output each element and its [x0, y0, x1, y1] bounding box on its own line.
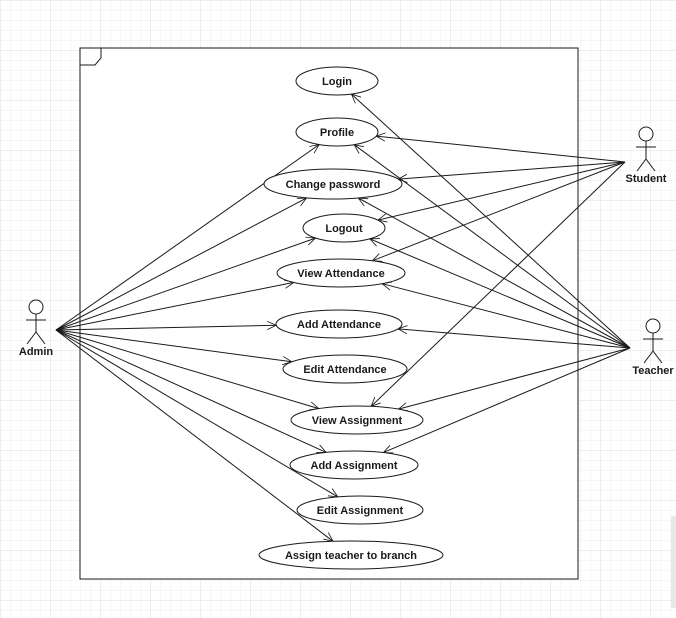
- use-case-label: Add Attendance: [297, 319, 381, 331]
- association-admin-logout[interactable]: [55, 238, 316, 331]
- association-teacher-change-password[interactable]: [358, 198, 631, 349]
- use-case-ellipse[interactable]: [258, 540, 444, 570]
- use-case-edit-assignment[interactable]: Edit Assignment: [296, 495, 424, 525]
- use-case-view-attendance[interactable]: View Attendance: [276, 258, 406, 288]
- use-case-label: View Attendance: [297, 268, 384, 280]
- use-case-assign-teacher[interactable]: Assign teacher to branch: [258, 540, 444, 570]
- association-admin-edit-attendance[interactable]: [55, 329, 292, 362]
- use-case-view-assignment[interactable]: View Assignment: [290, 405, 424, 435]
- association-teacher-add-attendance[interactable]: [398, 329, 631, 349]
- association-admin-assign-teacher[interactable]: [55, 329, 333, 541]
- actor-label: Student: [626, 173, 667, 185]
- use-case-ellipse[interactable]: [296, 495, 424, 525]
- use-case-add-assignment[interactable]: Add Assignment: [289, 450, 419, 480]
- use-case-ellipse[interactable]: [282, 354, 408, 384]
- association-lines: [55, 94, 631, 541]
- actor-label: Teacher: [632, 365, 674, 377]
- actor-student[interactable]: Student: [626, 126, 667, 185]
- association-admin-view-attendance[interactable]: [55, 282, 294, 331]
- association-student-logout[interactable]: [378, 161, 626, 220]
- association-teacher-login[interactable]: [351, 94, 631, 349]
- use-case-label: View Assignment: [312, 415, 403, 427]
- use-case-ellipse[interactable]: [263, 168, 403, 200]
- association-student-profile[interactable]: [376, 136, 626, 163]
- use-case-change-password[interactable]: Change password: [263, 168, 403, 200]
- stick-figure-icon: [26, 299, 46, 345]
- association-admin-add-attendance[interactable]: [55, 325, 276, 331]
- association-teacher-view-attendance[interactable]: [382, 284, 631, 349]
- association-admin-change-password[interactable]: [55, 198, 307, 331]
- association-student-change-password[interactable]: [398, 161, 626, 179]
- use-case-label: Assign teacher to branch: [285, 550, 417, 562]
- association-teacher-add-assignment[interactable]: [383, 347, 631, 453]
- actor-admin[interactable]: Admin: [19, 299, 54, 358]
- use-case-label: Add Assignment: [311, 460, 398, 472]
- stick-figure-icon: [643, 318, 663, 364]
- use-case-label: Login: [322, 76, 352, 88]
- actor-teacher[interactable]: Teacher: [632, 318, 674, 377]
- use-case-ellipse[interactable]: [275, 309, 403, 339]
- use-case-ellipse[interactable]: [289, 450, 419, 480]
- association-student-view-attendance[interactable]: [372, 161, 626, 261]
- use-case-profile[interactable]: Profile: [295, 117, 379, 147]
- use-case-edit-attendance[interactable]: Edit Attendance: [282, 354, 408, 384]
- association-teacher-view-assignment[interactable]: [398, 347, 631, 409]
- use-case-ellipse[interactable]: [276, 258, 406, 288]
- use-case-ellipse[interactable]: [295, 66, 379, 96]
- use-case-ellipse[interactable]: [295, 117, 379, 147]
- use-case-login[interactable]: Login: [295, 66, 379, 96]
- association-teacher-profile[interactable]: [354, 145, 631, 349]
- use-case-label: Profile: [320, 127, 354, 139]
- actor-label: Admin: [19, 346, 54, 358]
- use-case-label: Edit Attendance: [303, 364, 386, 376]
- association-admin-add-assignment[interactable]: [55, 329, 326, 453]
- stick-figure-icon: [636, 126, 656, 172]
- use-case-label: Edit Assignment: [317, 505, 404, 517]
- association-admin-edit-assignment[interactable]: [55, 329, 338, 497]
- use-case-add-attendance[interactable]: Add Attendance: [275, 309, 403, 339]
- use-case-ellipse[interactable]: [302, 213, 386, 243]
- association-admin-view-assignment[interactable]: [55, 329, 319, 409]
- association-teacher-logout[interactable]: [370, 239, 631, 349]
- association-student-view-assignment[interactable]: [371, 161, 626, 406]
- frame-tab: [80, 48, 102, 66]
- use-case-label: Logout: [325, 223, 363, 235]
- scrollbar-thumb[interactable]: [671, 516, 676, 608]
- use-case-label: Change password: [286, 179, 381, 191]
- use-case-logout[interactable]: Logout: [302, 213, 386, 243]
- use-case-ellipse[interactable]: [290, 405, 424, 435]
